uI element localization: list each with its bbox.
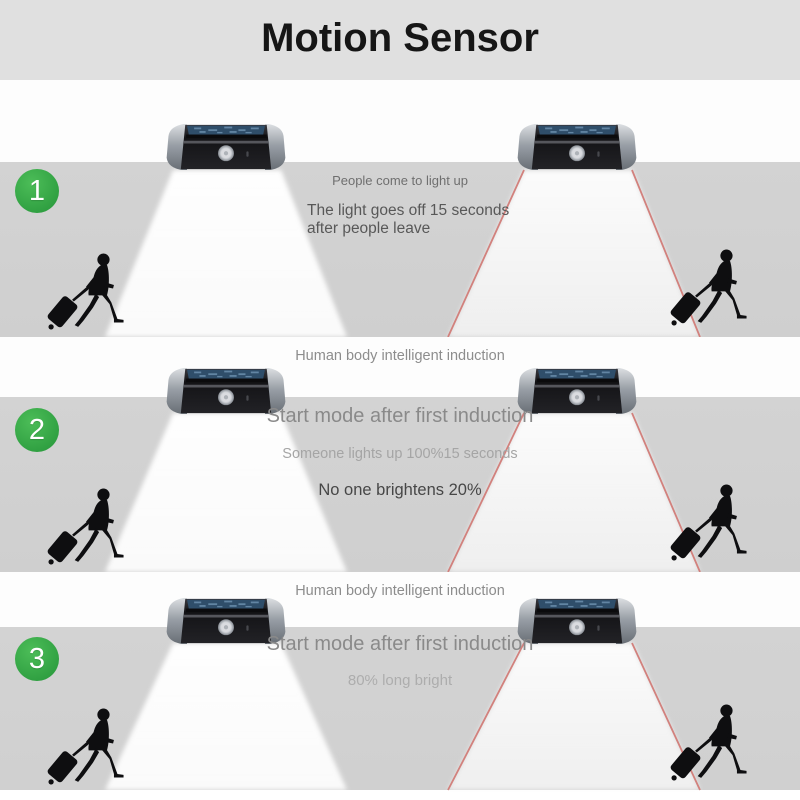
detail-line-2: after people leave <box>307 220 431 237</box>
section-mode-1: 1 People come to light up The light goes… <box>0 80 800 337</box>
section-mode-2: 2 Human body intelligent induction Start… <box>0 337 800 572</box>
caption-long-bright: 80% long bright <box>347 672 453 689</box>
sensor-beam-area <box>448 643 700 790</box>
wall-light-right-icon <box>515 122 639 172</box>
caption-people-come: People come to light up <box>332 173 468 188</box>
caption-someone-lights: Someone lights up 100%15 seconds <box>282 446 518 462</box>
light-beam <box>105 170 347 337</box>
person-left-icon <box>45 485 141 568</box>
sensor-beam-area <box>448 413 700 572</box>
light-beam <box>105 413 347 572</box>
caption-induction: Human body intelligent induction <box>295 348 505 364</box>
step-badge-2: 2 <box>15 408 59 452</box>
caption-induction: Human body intelligent induction <box>295 583 505 599</box>
wall-light-left-icon <box>164 122 288 172</box>
step-badge-3: 3 <box>15 637 59 681</box>
caption-start-mode: Start mode after first induction <box>266 405 534 427</box>
sensor-beam-area <box>448 170 700 337</box>
sensor-beam-line-left <box>447 412 525 572</box>
page-title: Motion Sensor <box>261 16 539 60</box>
person-right-icon <box>668 701 764 784</box>
caption-light-off-detail: The light goes off 15 seconds after peop… <box>307 202 537 238</box>
caption-no-one-brightens: No one brightens 20% <box>318 481 482 499</box>
person-left-icon <box>45 705 141 788</box>
section-mode-3: 3 Human body intelligent induction Start… <box>0 572 800 800</box>
person-left-icon <box>45 250 141 333</box>
person-right-icon <box>668 246 764 329</box>
sensor-beam-line-left <box>447 169 525 337</box>
beam-layer <box>105 642 701 791</box>
step-badge-1: 1 <box>15 169 59 213</box>
caption-start-mode: Start mode after first induction <box>266 633 534 655</box>
light-beam <box>105 643 347 790</box>
detail-line-1: The light goes off 15 seconds <box>307 202 510 219</box>
person-right-icon <box>668 481 764 564</box>
beam-layer <box>105 412 701 572</box>
sensor-beam-line-left <box>447 642 525 791</box>
header-band: Motion Sensor <box>0 0 800 80</box>
